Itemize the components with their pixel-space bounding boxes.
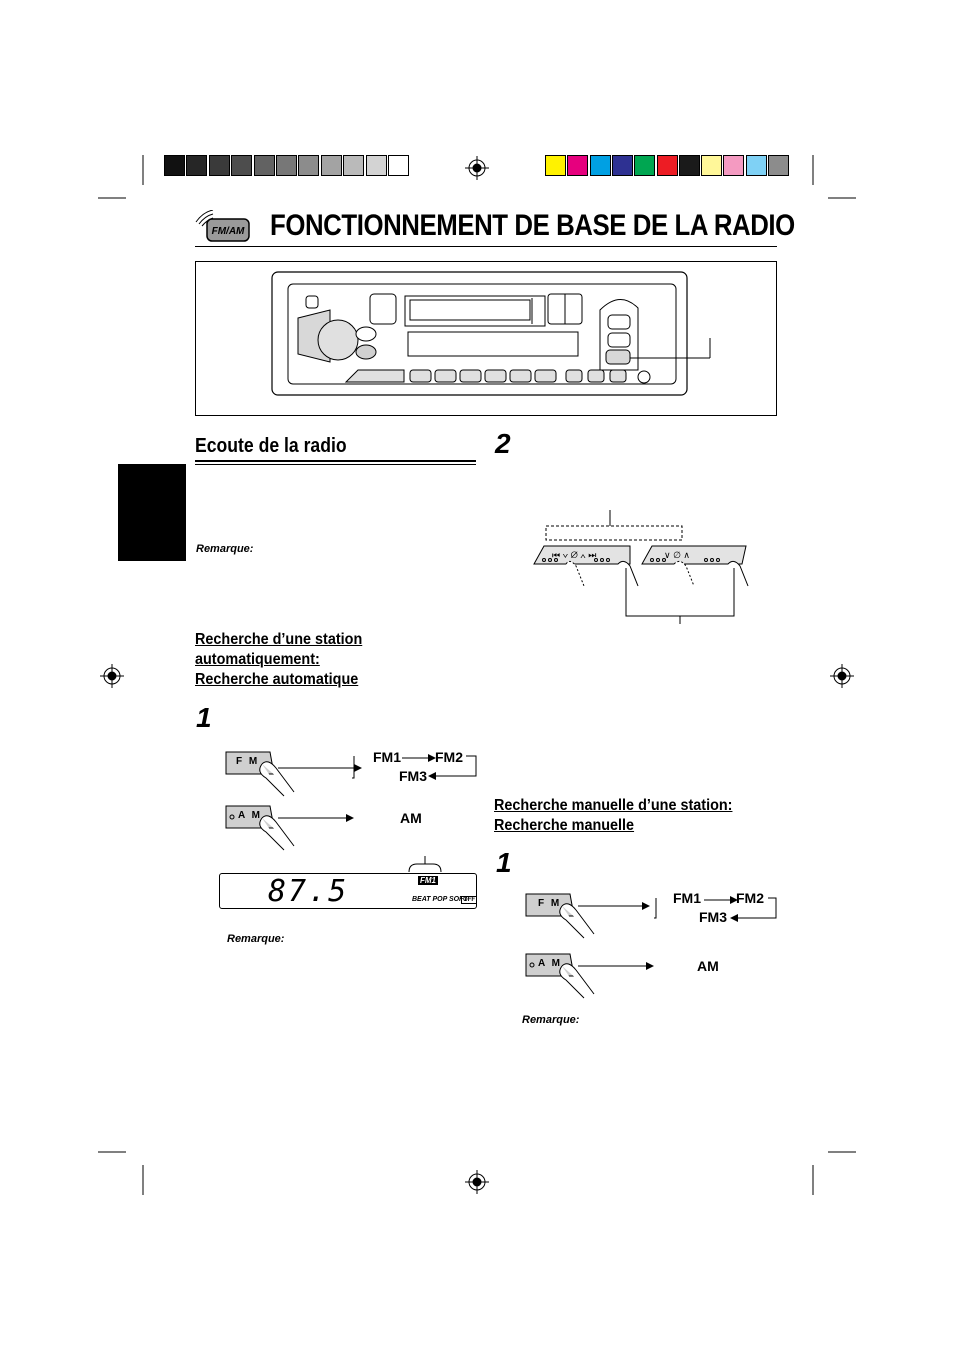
registration-mark-left (100, 664, 124, 688)
registration-mark-top (465, 156, 489, 180)
fm3-label-manual: FM3 (699, 909, 727, 925)
color-swatch (723, 155, 745, 176)
color-swatch (768, 155, 789, 176)
am-button-label-manual: A M (538, 958, 562, 969)
step-number-1-manual: 1 (496, 847, 512, 878)
color-swatch (567, 155, 589, 176)
fm-button-label-manual: F M (538, 898, 562, 909)
gray-swatch (343, 155, 365, 176)
color-swatch (701, 155, 723, 176)
am-button-label: A M (238, 810, 262, 821)
registration-mark-bottom (465, 1170, 489, 1194)
seek-buttons-illustration: ⏮ ∨ ∅ ∧ ⏭ ∨ ∅ ∧ (533, 510, 749, 624)
color-swatch (589, 155, 611, 176)
color-swatch (745, 155, 767, 176)
remark-label: Remarque: (227, 933, 285, 945)
color-swatch (656, 155, 678, 176)
display-frequency: 87.5 (268, 874, 349, 909)
auto-search-heading-line1: Recherche d’une station (195, 631, 363, 648)
manual-search-heading-line1: Recherche manuelle d’une station: (494, 797, 733, 814)
color-swatch (611, 155, 633, 176)
section-heading-rule-thin (195, 464, 476, 465)
gray-swatch (253, 155, 275, 176)
svg-text:∨ ∅ ∧: ∨ ∅ ∧ (664, 550, 690, 560)
fm-button-label: F M (236, 756, 260, 767)
fm-am-icon-label: FM/AM (212, 226, 245, 237)
gray-swatch (231, 155, 253, 176)
gray-swatch (320, 155, 342, 176)
fm1-label-manual: FM1 (673, 890, 701, 906)
title-underline (195, 246, 777, 247)
step-number-1: 1 (196, 702, 212, 733)
fm2-label: FM2 (435, 749, 463, 765)
manual-search-heading-line2: Recherche manuelle (494, 817, 635, 834)
color-swatch (634, 155, 656, 176)
remark-label: Remarque: (522, 1014, 580, 1026)
fm2-label-manual: FM2 (736, 890, 764, 906)
am-button-illustration (225, 805, 354, 851)
fm1-label: FM1 (373, 749, 401, 765)
page-title: FONCTIONNEMENT DE BASE DE LA RADIO (270, 209, 795, 242)
fm-band-cycle-diagram-manual (654, 896, 777, 922)
fm-button-illustration-manual (525, 893, 650, 939)
svg-text:⏮ ∨ ∅ ∧ ⏭: ⏮ ∨ ∅ ∧ ⏭ (552, 550, 596, 560)
color-swatch (678, 155, 700, 176)
gray-swatch (388, 155, 409, 176)
gray-swatch (298, 155, 320, 176)
fm-band-cycle-diagram (352, 754, 477, 780)
display-band: FM1 (418, 876, 438, 885)
device-illustration-frame (195, 261, 777, 416)
gray-swatch (164, 155, 185, 176)
display-mode-box: OFF (461, 896, 477, 904)
registration-mark-right (830, 664, 854, 688)
gray-swatch (186, 155, 208, 176)
band-indicator-bracket (408, 856, 442, 873)
gray-swatch (208, 155, 230, 176)
fm-am-icon: FM/AM (195, 210, 250, 242)
am-label-manual: AM (697, 958, 719, 974)
lcd-display-frame (219, 873, 477, 909)
fm3-label: FM3 (399, 768, 427, 784)
section-heading-listening: Ecoute de la radio (195, 435, 347, 457)
section-heading-rule (195, 460, 476, 462)
auto-search-heading-line2: automatiquement: (195, 651, 320, 668)
remark-label: Remarque: (196, 543, 254, 555)
display-sound-modes: BEAT POP SOFT (412, 896, 468, 903)
fm-button-illustration (225, 751, 362, 797)
am-label: AM (400, 810, 422, 826)
color-swatch (545, 155, 566, 176)
car-radio-faceplate (271, 271, 711, 396)
gray-swatch (276, 155, 297, 176)
language-side-tab (118, 464, 186, 561)
am-button-illustration-manual (525, 953, 654, 999)
gray-swatch (365, 155, 387, 176)
step-number-2: 2 (495, 428, 511, 459)
auto-search-heading-line3: Recherche automatique (195, 671, 359, 688)
